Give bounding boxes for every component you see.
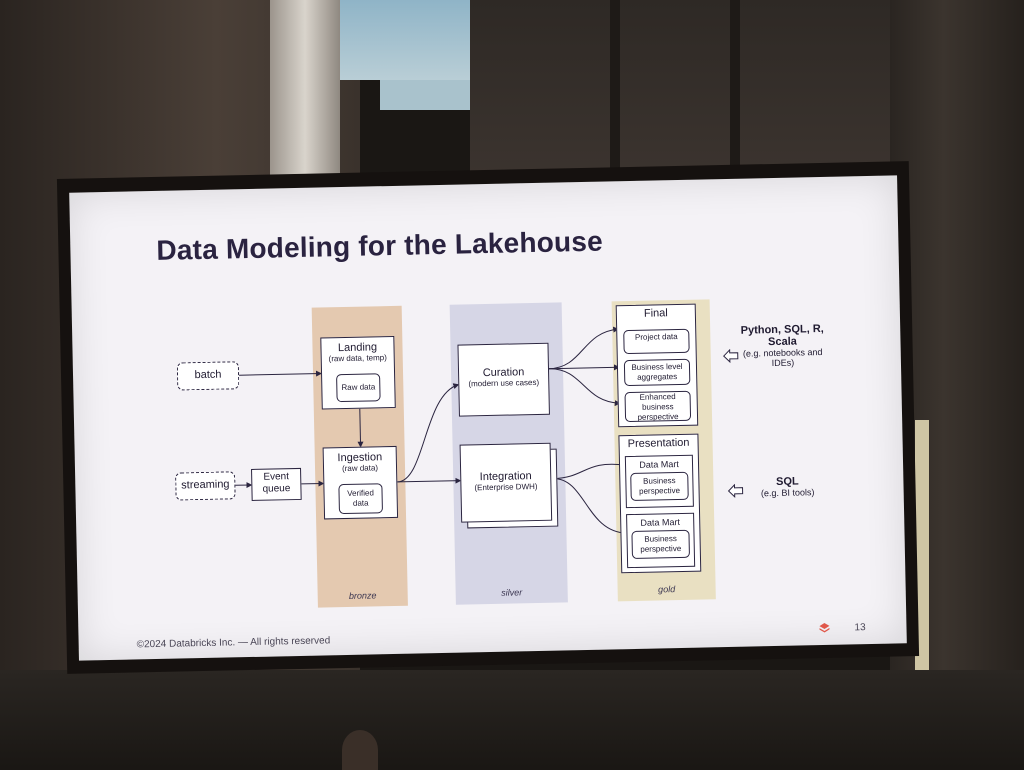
business-aggregates-label: Business level aggregates	[625, 362, 689, 383]
sql-consumers-subtitle: (e.g. BI tools)	[748, 487, 828, 499]
verified-data-box: Verified data	[338, 483, 383, 514]
left-arrow-icon	[723, 349, 739, 363]
integration-box: Integration (Enterprise DWH)	[460, 443, 553, 523]
presentation-title: Presentation	[619, 437, 697, 451]
left-arrow-icon	[727, 484, 743, 498]
integration-subtitle: (Enterprise DWH)	[461, 482, 550, 493]
raw-data-box: Raw data	[336, 373, 381, 402]
project-data-label: Project data	[624, 332, 688, 343]
enhanced-perspective-box: Enhanced business perspective	[624, 391, 691, 422]
verified-data-label: Verified data	[339, 488, 381, 509]
curation-box: Curation (modern use cases)	[457, 343, 549, 417]
page-number: 13	[854, 622, 865, 633]
data-mart-title: Data Mart	[626, 459, 692, 470]
enhanced-perspective-label: Enhanced business perspective	[626, 392, 691, 423]
streaming-source: streaming	[175, 471, 236, 500]
code-consumers-subtitle: (e.g. notebooks and IDEs)	[741, 347, 825, 369]
final-title: Final	[617, 307, 695, 321]
ingestion-box: Ingestion (raw data) Verified data	[323, 446, 398, 520]
event-queue: Event queue	[251, 468, 302, 501]
slide: Data Modeling for the Lakehouse bronze s…	[69, 175, 907, 660]
business-aggregates-box: Business level aggregates	[624, 359, 691, 386]
flow-arrows	[69, 175, 907, 660]
presentation-box: Presentation Data Mart Business perspect…	[618, 434, 701, 574]
sql-consumers: SQL (e.g. BI tools)	[747, 475, 827, 499]
landing-box: Landing (raw data, temp) Raw data	[320, 336, 395, 410]
curtain	[270, 0, 340, 190]
batch-label: batch	[178, 368, 238, 381]
floor-area	[0, 670, 1024, 768]
business-perspective-box: Business perspective	[631, 530, 690, 559]
data-mart-box: Data Mart Business perspective	[625, 455, 694, 508]
batch-source: batch	[177, 361, 240, 390]
business-perspective-label: Business perspective	[631, 476, 687, 497]
landing-subtitle: (raw data, temp)	[322, 353, 394, 364]
business-perspective-label: Business perspective	[632, 534, 688, 555]
audience-head	[342, 730, 378, 770]
streaming-label: streaming	[176, 478, 234, 491]
databricks-logo-icon	[818, 622, 830, 634]
sky-window-lower	[380, 80, 470, 110]
sky-window	[340, 0, 470, 80]
final-box: Final Project data Business level aggreg…	[616, 304, 699, 428]
project-data-box: Project data	[623, 329, 689, 354]
ingestion-subtitle: (raw data)	[324, 463, 396, 474]
raw-data-label: Raw data	[337, 382, 379, 393]
event-queue-label: Event queue	[252, 471, 300, 496]
projection-screen: Data Modeling for the Lakehouse bronze s…	[57, 161, 919, 674]
data-mart-title: Data Mart	[627, 517, 693, 528]
code-consumers-title: Python, SQL, R, Scala	[740, 323, 824, 349]
curation-subtitle: (modern use cases)	[459, 378, 548, 389]
business-perspective-box: Business perspective	[630, 472, 689, 501]
data-mart-box: Data Mart Business perspective	[626, 513, 695, 568]
code-consumers: Python, SQL, R, Scala (e.g. notebooks an…	[740, 323, 825, 369]
